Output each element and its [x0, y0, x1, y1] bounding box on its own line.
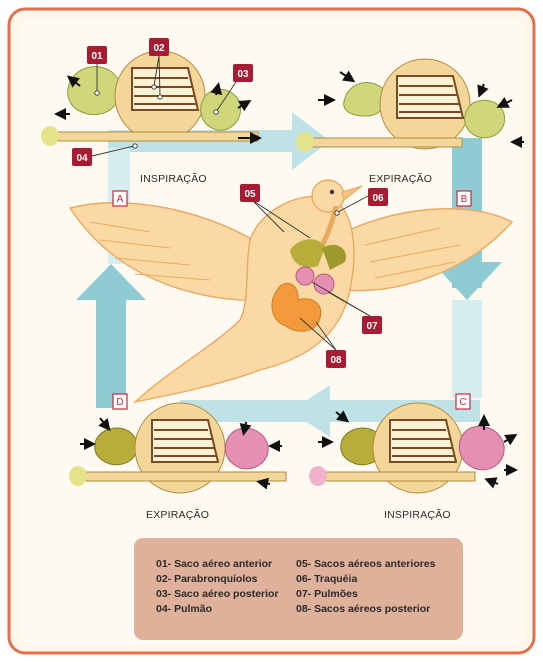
posterior-sac — [459, 426, 504, 469]
step-B: B — [457, 191, 471, 206]
svg-text:01: 01 — [91, 51, 103, 62]
svg-text:03: 03 — [237, 69, 249, 80]
step-D: D — [113, 394, 127, 409]
step-C: C — [456, 394, 470, 409]
badge-06: 06 — [368, 188, 388, 206]
stage-label-bottom-right: INSPIRAÇÃO — [384, 508, 451, 521]
svg-text:07: 07 — [366, 321, 378, 332]
anterior-sac — [68, 67, 121, 115]
badge-04: 04 — [72, 148, 92, 166]
stage-label-top-left: INSPIRAÇÃO — [140, 172, 207, 185]
legend-item: 06- Traquéia — [296, 573, 357, 585]
step-A: A — [113, 191, 127, 206]
legend-item: 08- Sacos aéreos posterior — [296, 603, 430, 615]
stage-label-top-right: EXPIRAÇÃO — [369, 172, 432, 185]
trachea-tube — [325, 472, 475, 481]
svg-text:A: A — [117, 194, 124, 205]
trachea-tube — [312, 138, 462, 147]
svg-text:08: 08 — [330, 355, 342, 366]
posterior-sac — [225, 428, 268, 469]
badge-03: 03 — [233, 64, 253, 82]
bird-lung-left — [296, 267, 314, 285]
legend-item: 05- Sacos aéreos anteriores — [296, 558, 436, 570]
svg-text:06: 06 — [372, 193, 384, 204]
legend: 01- Saco aéreo anterior 02- Parabronquío… — [134, 538, 463, 640]
badge-08: 08 — [326, 350, 346, 368]
badge-02: 02 — [149, 38, 169, 56]
svg-text:B: B — [461, 194, 468, 205]
legend-item: 04- Pulmão — [156, 603, 212, 615]
bird-lung-right — [314, 274, 334, 294]
legend-item: 03- Saco aéreo posterior — [156, 588, 279, 600]
anterior-sac — [95, 428, 138, 465]
stage-label-bottom-left: EXPIRAÇÃO — [146, 508, 209, 521]
badge-01: 01 — [87, 46, 107, 64]
trachea-tube — [58, 132, 258, 141]
posterior-sac — [465, 100, 505, 137]
badge-07: 07 — [362, 316, 382, 334]
trachea-tube — [86, 472, 286, 481]
legend-item: 07- Pulmões — [296, 588, 358, 600]
legend-item: 02- Parabronquíolos — [156, 573, 258, 585]
svg-text:05: 05 — [244, 189, 256, 200]
svg-text:C: C — [459, 397, 466, 408]
badge-05: 05 — [240, 184, 260, 202]
svg-text:D: D — [116, 397, 123, 408]
legend-item: 01- Saco aéreo anterior — [156, 558, 272, 570]
svg-text:02: 02 — [153, 43, 165, 54]
posterior-sac — [201, 89, 241, 130]
svg-text:04: 04 — [76, 153, 88, 164]
